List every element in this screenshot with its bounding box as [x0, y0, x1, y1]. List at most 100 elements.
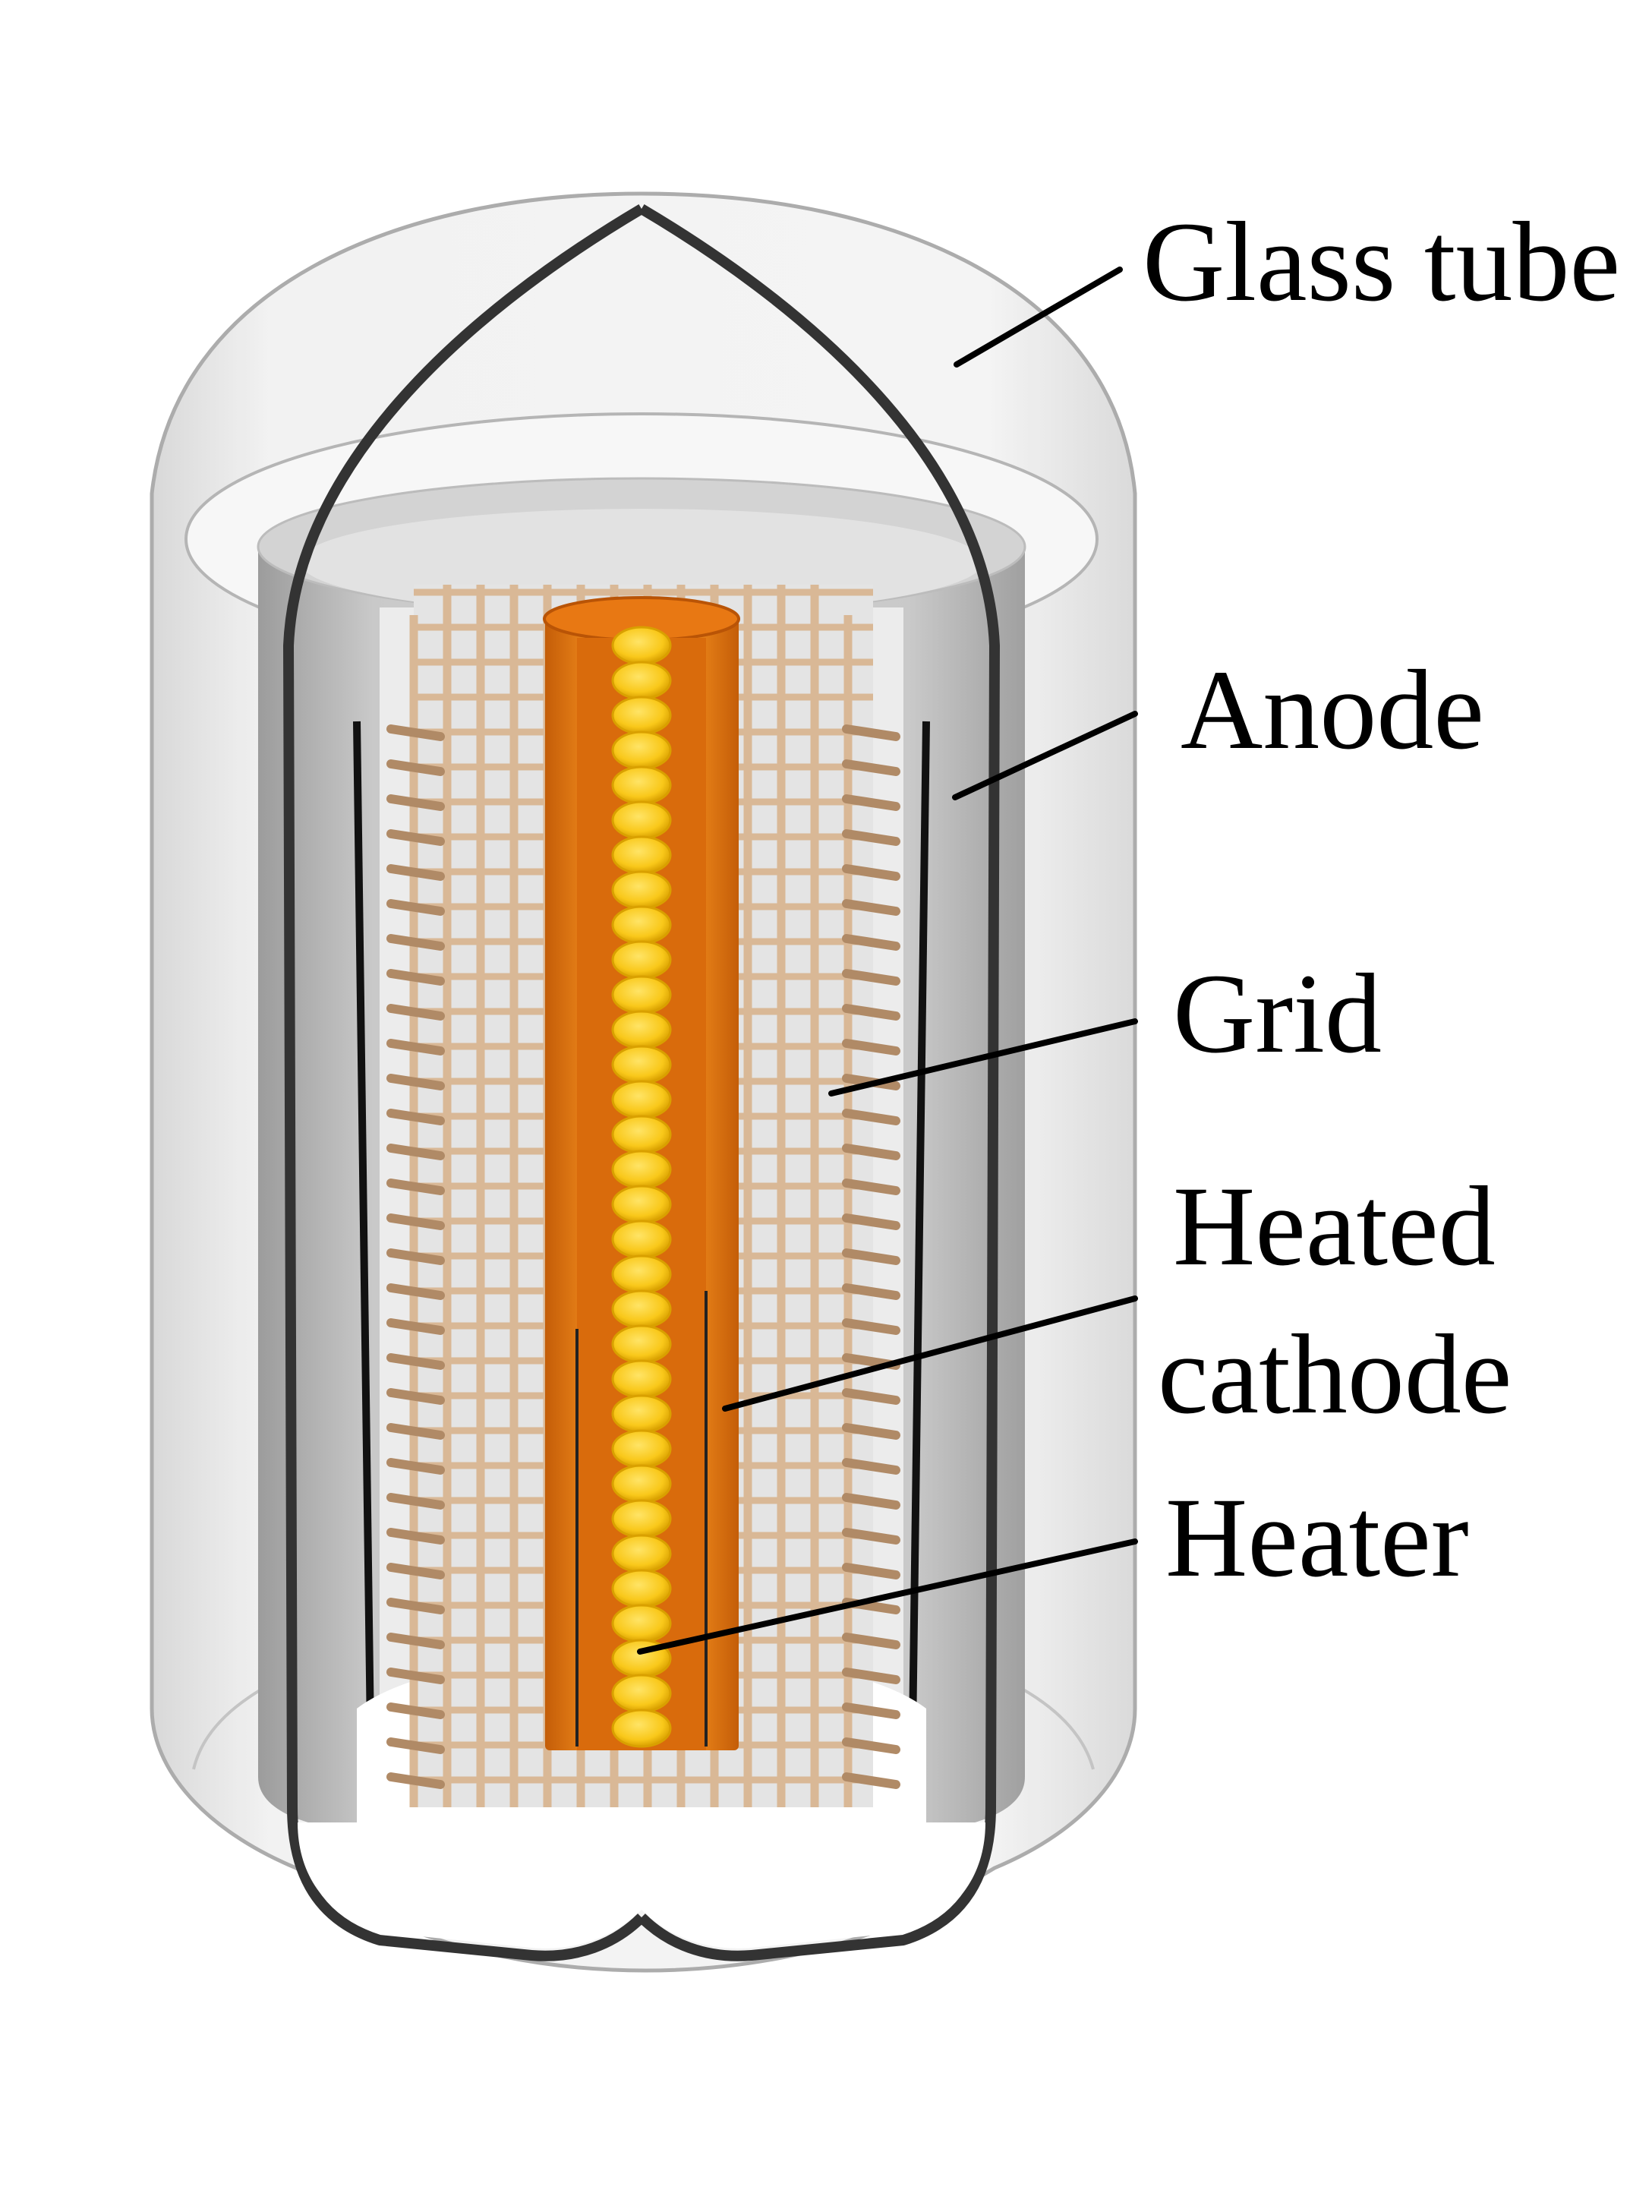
heater-coil-turn: [611, 1359, 672, 1399]
heater-coil-turn: [611, 765, 672, 805]
heater-coil-turn: [611, 1464, 672, 1504]
grid-wire-stub: [386, 1563, 445, 1579]
heater: [611, 626, 672, 1748]
heater-coil-turn: [611, 975, 672, 1014]
grid-wire-stub: [842, 1144, 900, 1160]
heater-coil-turn: [611, 1534, 672, 1573]
grid-wire-stub: [842, 1493, 900, 1510]
leader-glass-tube: [954, 267, 1123, 368]
grid-wire-stub: [842, 1318, 900, 1335]
grid-wire-stub: [386, 1633, 445, 1649]
heater-coil-turn: [611, 1115, 672, 1154]
grid-wire-stub: [842, 1423, 900, 1440]
label-heated-cathode-line2: cathode: [1158, 1311, 1512, 1437]
grid-wire-stub: [386, 864, 445, 881]
heater-coil-turn: [611, 800, 672, 840]
heater-coil-turn: [611, 1254, 672, 1294]
grid-wire-stub: [842, 899, 900, 916]
grid-wire-stub: [842, 1458, 900, 1475]
label-grid: Grid: [1173, 951, 1382, 1077]
grid-wire-stub: [386, 899, 445, 916]
leader-lines: [637, 267, 1138, 1655]
heater-coil-turn: [611, 1394, 672, 1434]
heater-coil-turn: [611, 1289, 672, 1329]
grid-wire-stub: [842, 1039, 900, 1056]
label-glass-tube: Glass tube: [1143, 199, 1620, 325]
grid-wire-stub: [842, 1283, 900, 1300]
grid-wire-stub: [842, 759, 900, 776]
heater-coil-turn: [611, 1429, 672, 1469]
grid-wire-stub: [842, 1737, 900, 1754]
grid-wire-stub: [386, 1737, 445, 1754]
anode-cut-left: [353, 721, 376, 1846]
label-heater: Heater: [1165, 1475, 1469, 1601]
glass-cutaway-right: [638, 204, 1000, 1961]
heater-coil-turn: [611, 1674, 672, 1713]
leader-heater: [637, 1538, 1138, 1655]
grid-wire-stub: [386, 1283, 445, 1300]
labels: Glass tube Anode Grid Heated cathode Hea…: [1143, 199, 1620, 1601]
grid-wire-stub: [386, 1039, 445, 1056]
grid-wire-stub: [842, 1109, 900, 1125]
glass-bottom-fill: [298, 1822, 985, 1949]
grid-wire-stub: [842, 724, 900, 741]
grid-wire-stub: [842, 1772, 900, 1789]
heater-coil-turn: [611, 1569, 672, 1608]
heater-coil-turn: [611, 1045, 672, 1084]
grid-wire-stub: [842, 1388, 900, 1405]
grid-wire-stub: [842, 934, 900, 951]
leader-anode: [952, 711, 1138, 800]
grid-wire-stub: [386, 1213, 445, 1230]
grid-wire-stub: [386, 1318, 445, 1335]
leader-heated-cathode: [722, 1295, 1138, 1412]
grid-wire-stub: [386, 934, 445, 951]
grid-wire-stub: [386, 1458, 445, 1475]
glass-cutaway-left: [283, 204, 645, 1961]
grid-wire-stub: [386, 1109, 445, 1125]
grid-wire-stub: [386, 759, 445, 776]
label-heated-cathode-line1: Heated: [1173, 1163, 1496, 1289]
grid-wire-stub: [842, 1668, 900, 1684]
grid-wire-stub: [386, 1702, 445, 1719]
grid-wire-stub: [386, 1772, 445, 1789]
heater-coil-turn: [611, 1080, 672, 1119]
grid-wire-stub: [842, 1213, 900, 1230]
grid-wire-stub: [386, 1144, 445, 1160]
heater-coil-turn: [611, 1604, 672, 1643]
grid-wire-stub: [386, 969, 445, 986]
grid-wire-stub: [386, 1668, 445, 1684]
heater-coil-turn: [611, 1185, 672, 1224]
heater-coil-turn: [611, 661, 672, 700]
grid-wire-stub: [842, 969, 900, 986]
grid-wire-stub: [842, 794, 900, 811]
grid-wire-stub: [386, 1423, 445, 1440]
grid-wire-stub: [842, 864, 900, 881]
grid-wire-stub: [386, 1179, 445, 1195]
grid-wire-stub: [386, 1004, 445, 1021]
heater-coil-turn: [611, 835, 672, 875]
grid-wire-stub: [386, 794, 445, 811]
grid-wire-stub: [842, 1633, 900, 1649]
grid-wire-stub: [386, 1528, 445, 1545]
grid-wire-stub: [386, 1388, 445, 1405]
grid-wire-stub: [386, 829, 445, 846]
grid-wire-stub: [842, 1179, 900, 1195]
grid-wire-stub: [842, 1563, 900, 1579]
heater-coil-turn: [611, 1220, 672, 1259]
heater-coil-turn: [611, 1324, 672, 1364]
grid-wire-stub: [386, 1074, 445, 1090]
grid-wire-stub: [386, 1493, 445, 1510]
heater-coil-turn: [611, 1150, 672, 1189]
grid-wire-stub: [386, 724, 445, 741]
heater-coil-turn: [611, 1709, 672, 1748]
heater-coil-turn: [611, 626, 672, 665]
heater-coil-turn: [611, 1010, 672, 1049]
grid-wire-stub: [842, 1528, 900, 1545]
label-anode: Anode: [1181, 647, 1484, 773]
heater-coil-turn: [611, 1499, 672, 1538]
leader-grid: [828, 1018, 1138, 1097]
anode-cut-right: [907, 721, 930, 1846]
heater-coil-turn: [611, 940, 672, 980]
grid-wire-stub: [386, 1598, 445, 1614]
